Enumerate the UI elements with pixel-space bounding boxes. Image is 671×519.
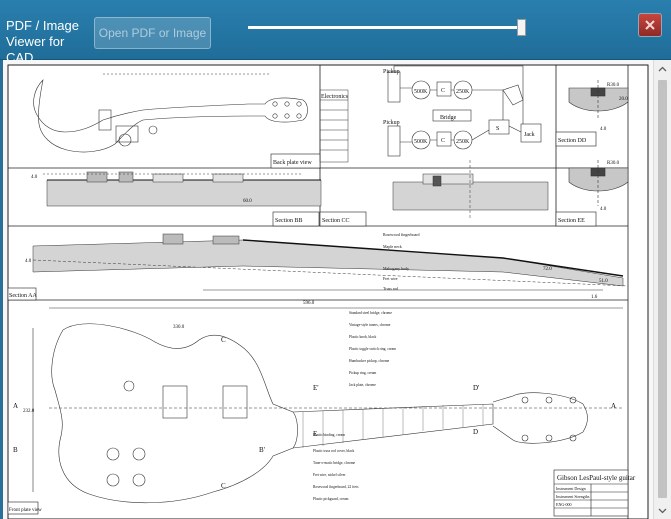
electronics-table (319, 89, 349, 163)
view-label-section-cc: Section CC (322, 218, 350, 224)
zoom-slider-fill (248, 26, 518, 29)
electronics-title: Electronics (321, 94, 349, 100)
marker-e-prime: E' (313, 384, 319, 392)
dim-front-width: 232.0 (23, 409, 35, 414)
section-aa-drawing (32, 233, 629, 291)
dim-aa-angle: 72.0 (543, 267, 552, 272)
callout-5: Humbucker pickup, chrome (349, 359, 390, 364)
dim-bb-thickness: 4.0 (31, 175, 38, 180)
marker-c-bottom: C (221, 482, 226, 490)
dim-ee-radius: R30.0 (607, 161, 620, 166)
dim-dd-depth: 4.0 (600, 127, 607, 132)
neck-callout-2: Maple neck (383, 244, 402, 249)
chevron-down-icon (658, 508, 667, 513)
view-label-section-dd: Section DD (558, 138, 587, 144)
schematic-pot4: 250K (456, 139, 470, 145)
front-plate-drawing (32, 307, 623, 504)
schematic-pot1: 500K (414, 89, 428, 95)
dim-front-length: 330.0 (173, 325, 185, 330)
scroll-thumb[interactable] (658, 80, 667, 498)
schematic-pickup1: Pickup (383, 69, 400, 75)
open-file-button[interactable]: Open PDF or Image (94, 17, 211, 49)
scroll-down-button[interactable] (654, 502, 671, 519)
schematic-cap1: C (441, 88, 445, 94)
schematic-pot2: 250K (456, 89, 470, 95)
dim-aa-headstock: 51.0 (599, 279, 608, 284)
section-ee-drawing (568, 160, 629, 206)
app-toolbar: PDF / Image Viewer for CAD Open PDF or I… (0, 0, 671, 65)
dim-bb-width: 60.0 (243, 199, 252, 204)
vertical-scrollbar[interactable] (653, 60, 671, 519)
neck-callout-3: Mahogany body (383, 266, 409, 271)
marker-a-left: A (13, 402, 18, 410)
neck-callout-5: Truss rod (383, 286, 398, 291)
schematic-bridge: Bridge (440, 115, 457, 121)
dim-aa-top: 4.0 (25, 259, 32, 264)
marker-b-prime: B' (259, 446, 265, 454)
marker-b: B (13, 446, 18, 454)
dim-aa-fret: 1.6 (591, 295, 598, 300)
view-label-back-plate: Back plate view (273, 160, 312, 166)
section-bb-drawing (43, 171, 322, 207)
schematic-switch: S (496, 126, 499, 132)
neck-callout-1: Rosewood fingerboard (383, 232, 420, 237)
close-button[interactable] (638, 13, 662, 37)
marker-e: E (313, 430, 317, 438)
app-title-line1: PDF / Image (6, 18, 79, 33)
callout-8: Plastic binding, cream (313, 433, 345, 438)
callout-11: Fret wire, nickel silver (313, 473, 346, 478)
callout-6: Pickup ring, cream (349, 371, 376, 376)
marker-c: C (221, 336, 226, 344)
close-icon (645, 20, 655, 30)
marker-a-right: A (611, 402, 616, 410)
callout-1: Standard steel bridge, chrome (349, 311, 392, 316)
title-block (553, 469, 629, 517)
schematic-cap2: C (441, 138, 445, 144)
section-markers: A A B C C D' D E' E B' (13, 336, 616, 490)
scroll-up-button[interactable] (654, 60, 671, 77)
view-label-section-ee: Section EE (558, 218, 585, 224)
dim-ee-depth: 4.0 (600, 207, 607, 212)
schematic-pickup2: Pickup (383, 120, 400, 126)
title-block-title: Gibson LesPaul-style guitar (557, 474, 636, 482)
callout-7: Jack plate, chrome (349, 383, 376, 388)
document-viewport[interactable]: Back plate view Electronics (3, 60, 653, 519)
zoom-slider[interactable] (248, 26, 526, 29)
callout-12: Rosewood fingerboard, 22 frets (313, 485, 359, 490)
title-block-row3: ENG-000 (556, 502, 572, 507)
view-label-section-bb: Section BB (275, 218, 303, 224)
neck-callouts: Rosewood fingerboard Maple neck Mahogany… (383, 232, 420, 291)
front-callouts: Standard steel bridge, chrome Vintage-st… (313, 311, 396, 502)
section-cc-drawing (392, 160, 549, 220)
dim-front-overall: 596.0 (303, 301, 315, 306)
view-label-section-aa: Section AA (9, 293, 37, 299)
title-block-row2: Instrument Strengths (556, 494, 590, 499)
wiring-schematic (387, 65, 542, 157)
callout-9: Plastic truss rod cover, black (313, 449, 354, 454)
section-dd-drawing (568, 80, 629, 120)
schematic-jack: Jack (524, 132, 535, 138)
marker-d-prime: D' (473, 384, 479, 392)
view-label-front-plate: Front plate view (9, 508, 42, 513)
callout-3: Plastic knob, black (349, 335, 376, 340)
chevron-up-icon (658, 66, 667, 71)
schematic-pot3: 500K (414, 139, 428, 145)
back-plate-drawing (33, 73, 308, 153)
frets (302, 404, 484, 448)
callout-4: Plastic toggle switch ring, cream (349, 347, 396, 352)
dim-dd-height: 20.0 (619, 97, 628, 102)
app-title: PDF / Image Viewer for CAD (6, 18, 92, 66)
cad-drawing: Back plate view Electronics (3, 60, 653, 519)
zoom-slider-thumb[interactable] (517, 19, 526, 36)
callout-10: Tune-o-matic bridge, chrome (313, 461, 355, 466)
callout-13: Plastic pickguard, cream (313, 497, 349, 502)
dim-dd-radius: R30.0 (607, 83, 620, 88)
marker-d: D (473, 428, 478, 436)
callout-2: Vintage-style tuners, chrome (349, 323, 391, 328)
title-block-row1: Instrument Design (556, 486, 586, 491)
neck-callout-4: Fret wire (383, 276, 398, 281)
